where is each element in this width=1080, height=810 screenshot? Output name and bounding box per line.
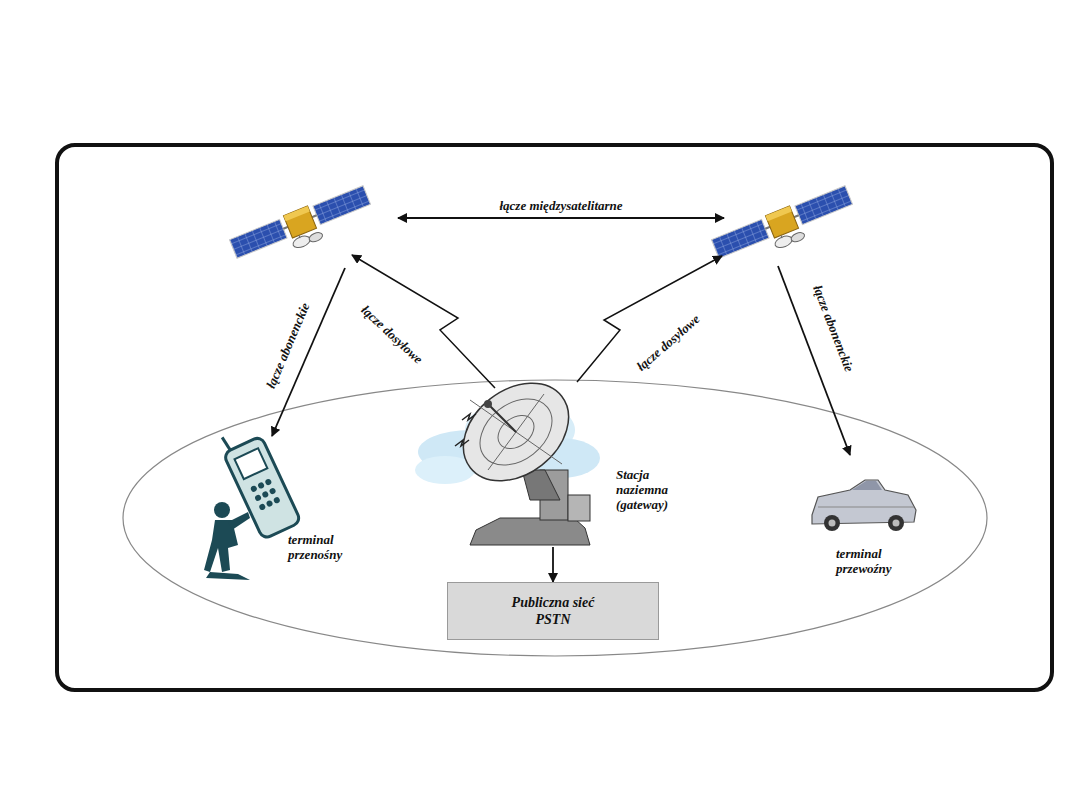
satellite-icon <box>229 184 376 271</box>
satellite-icon <box>711 184 858 271</box>
station-label: Stacja naziemna (gateway) <box>616 467 694 512</box>
link-label: łącze dosyłowe <box>358 302 426 366</box>
ground-station-icon <box>415 363 600 545</box>
pstn-box: Publiczna sieć PSTN <box>447 582 659 640</box>
ground-station: Stacja naziemna (gateway) <box>418 385 696 547</box>
terminal-label: terminal przewoźny <box>836 546 926 576</box>
feeder-link <box>577 256 722 382</box>
handheld-terminal-icon <box>204 422 301 580</box>
vehicle-terminal: terminal przewoźny <box>800 474 935 586</box>
frame <box>57 145 1052 690</box>
link-label: łącze międzysatelitarne <box>499 198 622 213</box>
intersatellite-link <box>398 217 724 219</box>
link-label: łącze abonenckie <box>811 283 858 374</box>
terminal-label: terminal przenośny <box>288 532 378 562</box>
vehicle-terminal-icon <box>812 480 916 531</box>
connector-arrow <box>552 547 554 582</box>
feeder-link <box>352 255 495 388</box>
network-box: Publiczna sieć PSTN <box>493 594 613 628</box>
link-label: łącze abonenckie <box>263 300 312 390</box>
handheld-terminal: terminal przenośny <box>200 430 390 580</box>
link-label: łącze dosyłowe <box>634 311 703 374</box>
